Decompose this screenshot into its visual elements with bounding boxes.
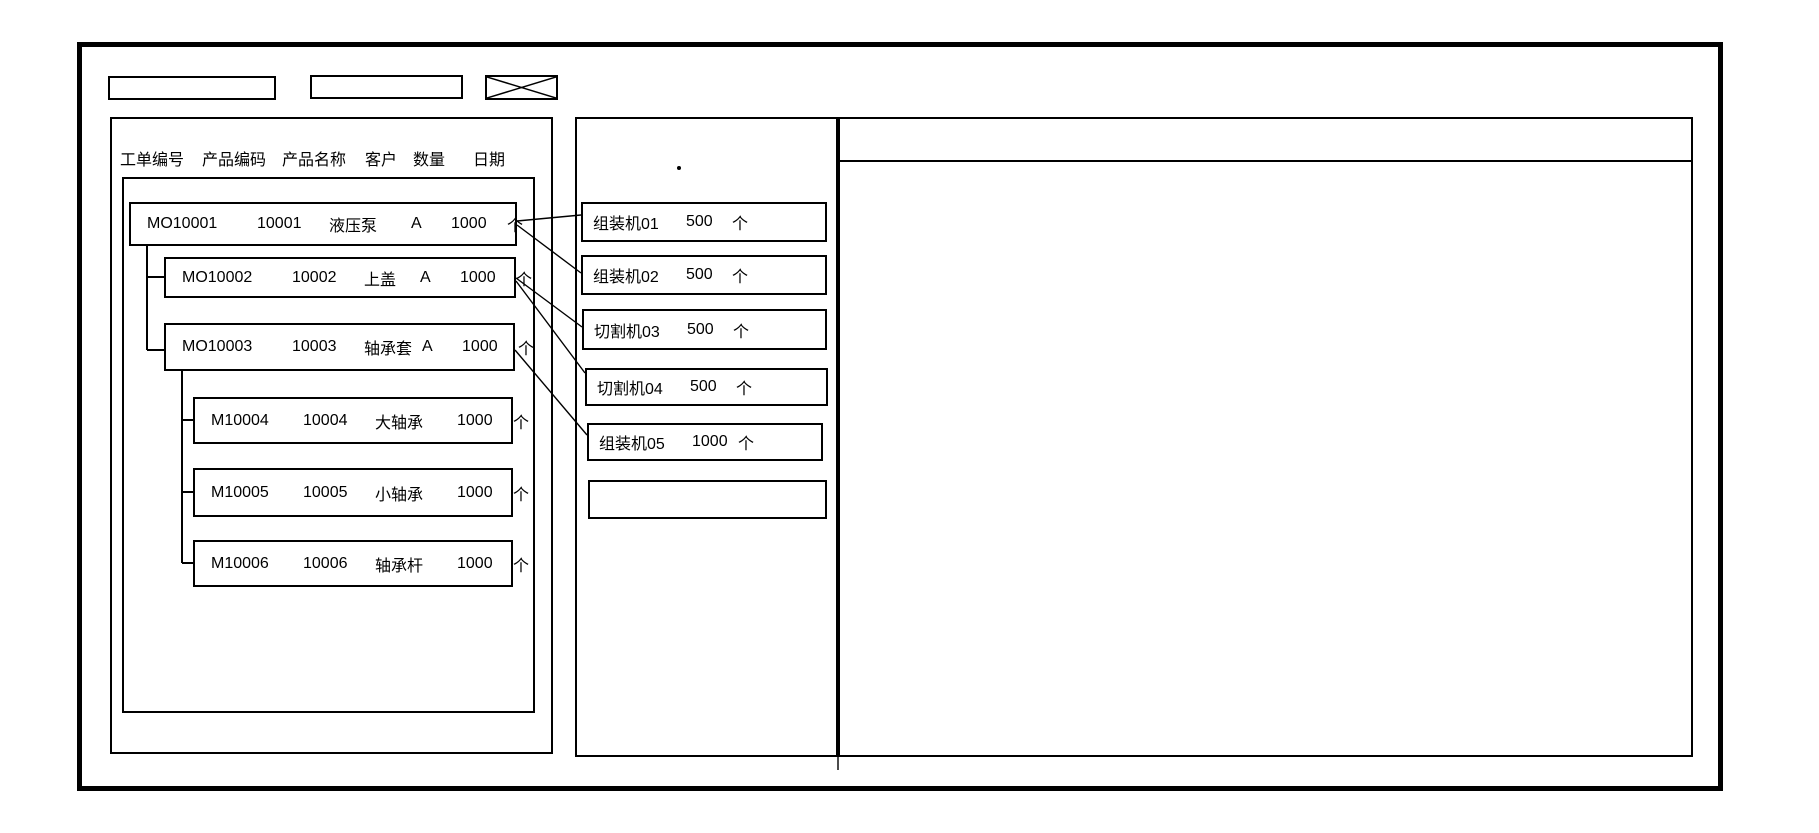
detail-panel-header — [840, 119, 1691, 162]
work-order-row-M10005[interactable]: M10005 10005 小轴承 1000 个 — [193, 468, 529, 517]
unit: 个 — [518, 341, 535, 358]
machine-qty: 500 — [687, 320, 714, 338]
outer-frame — [77, 42, 1723, 791]
quantity: 1000 — [462, 338, 498, 355]
product-name: 液压泵 — [329, 218, 378, 235]
order-no: MO10003 — [182, 338, 253, 355]
order-no: MO10001 — [147, 215, 218, 232]
product-name: 小轴承 — [375, 486, 424, 504]
machine-name: 组装机02 — [593, 269, 659, 286]
product-name: 轴承套 — [364, 341, 413, 358]
work-order-row-M10006[interactable]: M10006 10006 轴承杆 1000 个 — [193, 540, 529, 587]
unit: 个 — [732, 216, 749, 233]
unit: 个 — [736, 381, 753, 398]
quantity: 1000 — [457, 411, 493, 429]
product-code: 10003 — [292, 338, 337, 355]
machine-name: 组装机05 — [599, 436, 665, 453]
quantity: 1000 — [451, 215, 487, 232]
quantity: 1000 — [457, 483, 493, 501]
work-order-row-MO10002[interactable]: MO10002 10002 上盖 A 1000 个 — [164, 257, 532, 298]
product-code: 10002 — [292, 268, 337, 286]
order-no: M10004 — [211, 411, 269, 429]
customer: A — [422, 338, 433, 355]
machine-row-empty[interactable] — [588, 480, 827, 519]
toolbar-field-1[interactable] — [108, 76, 276, 100]
machine-qty: 500 — [686, 213, 713, 230]
quantity: 1000 — [460, 268, 496, 286]
product-name: 上盖 — [364, 271, 397, 289]
unit: 个 — [507, 218, 524, 235]
product-code: 10006 — [303, 554, 348, 572]
machine-row-qiegeji04[interactable]: 切割机04 500 个 — [585, 368, 828, 406]
machine-name: 切割机04 — [597, 381, 663, 398]
close-button[interactable] — [485, 75, 558, 100]
column-header-customer: 客户 — [365, 152, 398, 169]
dot-mark — [677, 166, 681, 170]
product-code: 10004 — [303, 411, 348, 429]
order-no: M10006 — [211, 554, 269, 572]
work-order-row-MO10001[interactable]: MO10001 10001 液压泵 A 1000 个 — [129, 202, 523, 246]
column-header-product-name: 产品名称 — [282, 152, 347, 169]
unit: 个 — [738, 436, 755, 453]
detail-panel — [838, 117, 1693, 757]
column-header-date: 日期 — [473, 152, 506, 169]
machine-name: 切割机03 — [594, 323, 660, 341]
work-order-row-M10004[interactable]: M10004 10004 大轴承 1000 个 — [193, 397, 529, 444]
machine-row-qiegeji03[interactable]: 切割机03 500 个 — [582, 309, 827, 350]
order-no: M10005 — [211, 483, 269, 501]
column-header-product-code: 产品编码 — [202, 152, 267, 169]
product-name: 轴承杆 — [375, 557, 424, 575]
customer: A — [411, 215, 422, 232]
toolbar-field-2[interactable] — [310, 75, 463, 99]
product-code: 10005 — [303, 483, 348, 501]
column-header-order-no: 工单编号 — [120, 152, 185, 169]
work-order-row-MO10003[interactable]: MO10003 10003 轴承套 A 1000 个 — [164, 323, 534, 371]
machine-qty: 500 — [686, 266, 713, 283]
machine-row-zuzhuangji02[interactable]: 组装机02 500 个 — [581, 255, 827, 295]
customer: A — [420, 268, 431, 286]
product-name: 大轴承 — [375, 414, 424, 432]
product-code: 10001 — [257, 215, 302, 232]
machine-name: 组装机01 — [593, 216, 659, 233]
machine-row-zuzhuangji05[interactable]: 组装机05 1000 个 — [587, 423, 823, 461]
machine-qty: 500 — [690, 378, 717, 395]
unit: 个 — [513, 486, 530, 504]
unit: 个 — [513, 557, 530, 575]
close-icon — [486, 76, 557, 99]
column-header-qty: 数量 — [413, 152, 446, 169]
machine-qty: 1000 — [692, 433, 728, 450]
unit: 个 — [513, 414, 530, 432]
machine-row-zuzhuangji01[interactable]: 组装机01 500 个 — [581, 202, 827, 242]
order-no: MO10002 — [182, 268, 253, 286]
unit: 个 — [732, 269, 749, 286]
unit: 个 — [733, 323, 750, 341]
unit: 个 — [516, 271, 533, 289]
quantity: 1000 — [457, 554, 493, 572]
